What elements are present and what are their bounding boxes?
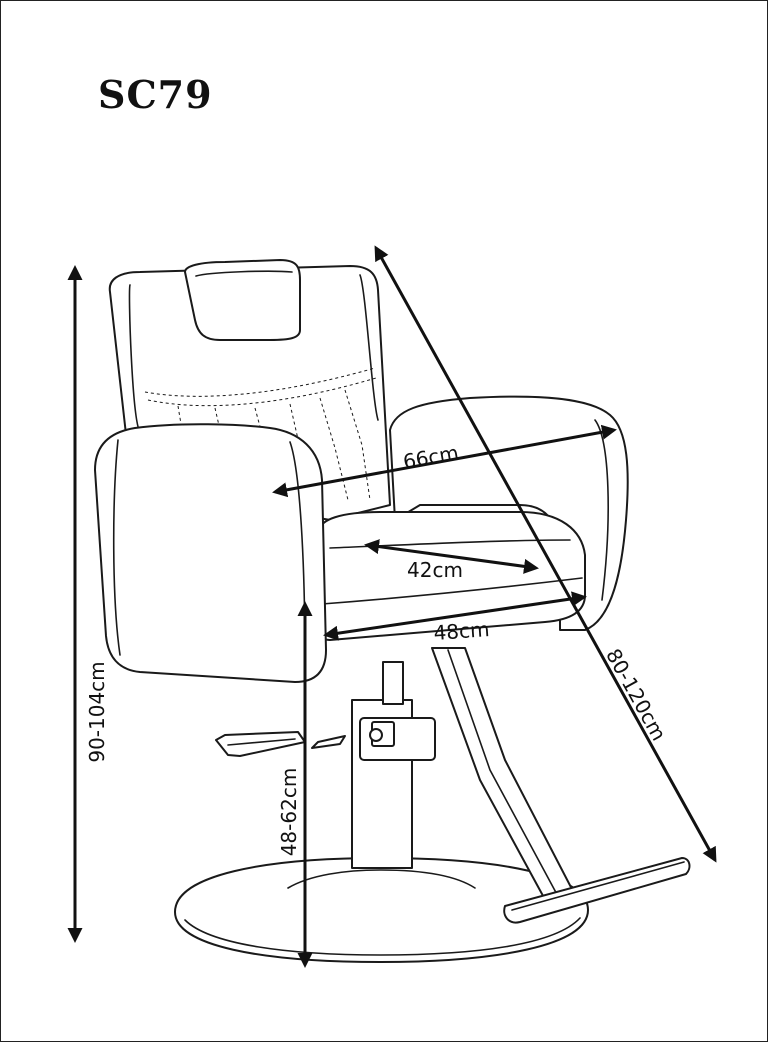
- seat-height-label: 48-62cm: [277, 768, 301, 857]
- pump-pedal: [215, 731, 346, 757]
- reclined-length-arrow: [374, 245, 717, 863]
- seat-depth-arrow: [364, 539, 539, 574]
- model-title: SC79: [98, 72, 213, 117]
- seat-width-arrow: [323, 591, 587, 641]
- hydraulic-column: [351, 661, 436, 869]
- seat-width-label: 48cm: [433, 617, 490, 645]
- arm-width-arrow: [272, 424, 617, 498]
- chair-illustration: [94, 259, 691, 963]
- headrest: [184, 259, 301, 341]
- dimension-lines: [67, 245, 717, 968]
- left-armrest: [94, 423, 327, 683]
- reclined-length-label: 80-120cm: [601, 644, 671, 744]
- seat-depth-label: 42cm: [407, 558, 463, 582]
- total-height-label: 90-104cm: [85, 661, 109, 762]
